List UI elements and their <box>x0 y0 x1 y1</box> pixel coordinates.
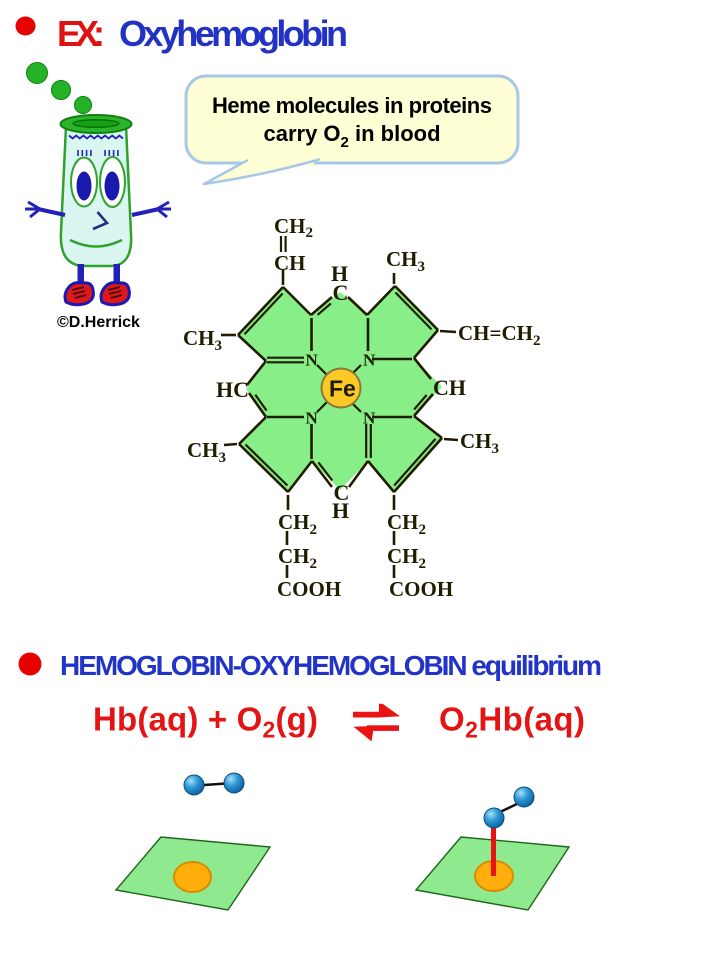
svg-text:N: N <box>363 409 376 428</box>
svg-text:©D.Herrick: ©D.Herrick <box>57 314 140 331</box>
svg-text:N: N <box>306 409 319 428</box>
svg-text:CH=CH2: CH=CH2 <box>458 321 540 349</box>
svg-text:EX:: EX: <box>57 13 105 54</box>
svg-text:O2Hb(aq): O2Hb(aq) <box>439 701 585 743</box>
svg-text:COOH: COOH <box>277 577 341 601</box>
svg-text:C: C <box>333 280 349 305</box>
svg-text:H: H <box>331 261 348 286</box>
svg-text:HC: HC <box>216 377 249 402</box>
svg-text:COOH: COOH <box>389 577 453 601</box>
svg-text:Oxyhemoglobin: Oxyhemoglobin <box>119 13 348 54</box>
svg-text:H: H <box>332 498 349 523</box>
svg-text:N: N <box>306 351 319 370</box>
svg-text:CH: CH <box>274 251 306 275</box>
svg-text:Heme molecules in proteins: Heme molecules in proteins <box>212 93 492 118</box>
svg-text:HEMOGLOBIN-OXYHEMOGLOBIN equil: HEMOGLOBIN-OXYHEMOGLOBIN equilibrium <box>60 650 602 681</box>
svg-text:N: N <box>363 351 376 370</box>
svg-text:CH: CH <box>433 375 466 400</box>
svg-text:Fe: Fe <box>329 376 356 402</box>
svg-text:Hb(aq) + O2(g): Hb(aq) + O2(g) <box>93 701 318 743</box>
svg-text:C: C <box>334 480 350 505</box>
